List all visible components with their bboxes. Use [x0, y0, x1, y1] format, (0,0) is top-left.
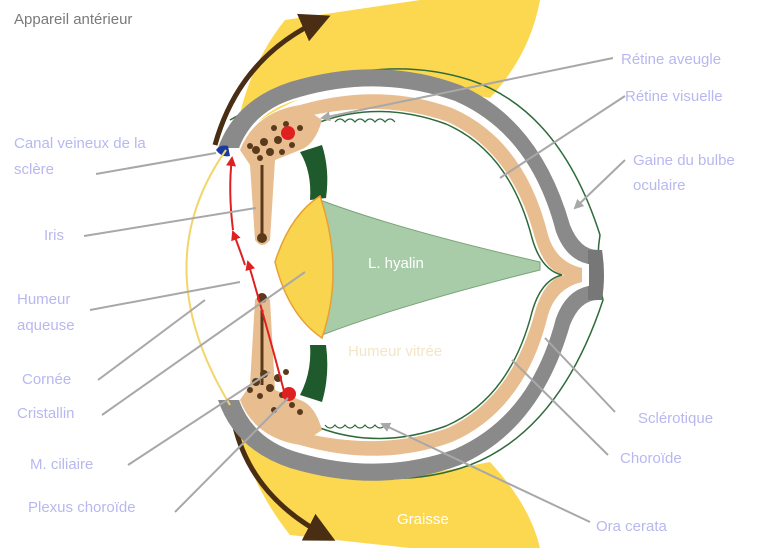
label-gaine-line2: oculaire [633, 177, 686, 194]
ciliary-process-lower [300, 345, 327, 402]
aqueous-flow-arrow-3 [230, 158, 233, 230]
label-humeur-aqueuse-line2: aqueuse [17, 317, 75, 334]
aqueous-flow-arrow-2 [233, 232, 245, 265]
label-iris: Iris [44, 227, 64, 244]
label-l-hyalin: L. hyalin [368, 255, 424, 272]
label-humeur-aqueuse-line1: Humeur [17, 291, 70, 308]
label-sclerotique: Sclérotique [638, 410, 713, 427]
label-m-ciliaire: M. ciliaire [30, 456, 93, 473]
retina-ripple-bottom [325, 425, 385, 428]
label-cristallin: Cristallin [17, 405, 75, 422]
iris-upper-tip [257, 233, 267, 243]
label-choroide: Choroïde [620, 450, 682, 467]
label-plexus-choroide: Plexus choroïde [28, 499, 136, 516]
cornea-arc [186, 150, 230, 405]
label-graisse: Graisse [397, 511, 449, 528]
title: Appareil antérieur [14, 11, 132, 28]
optic-nerve [588, 250, 604, 300]
hyaloid-ligament [320, 200, 540, 335]
ciliary-process-upper [300, 145, 327, 200]
label-humeur-vitree: Humeur vitrée [348, 343, 442, 360]
label-retine-aveugle: Rétine aveugle [621, 51, 721, 68]
lens [275, 196, 333, 338]
label-gaine-line1: Gaine du bulbe [633, 152, 735, 169]
label-retine-visuelle: Rétine visuelle [625, 88, 723, 105]
label-cornee: Cornée [22, 371, 71, 388]
choroid-plexus-upper [281, 126, 295, 140]
label-canal-veineux-line2: sclère [14, 161, 54, 178]
retina-ripple-top [335, 119, 395, 122]
label-ora-cerata: Ora cerata [596, 518, 668, 535]
label-canal-veineux-line1: Canal veineux de la [14, 135, 146, 152]
